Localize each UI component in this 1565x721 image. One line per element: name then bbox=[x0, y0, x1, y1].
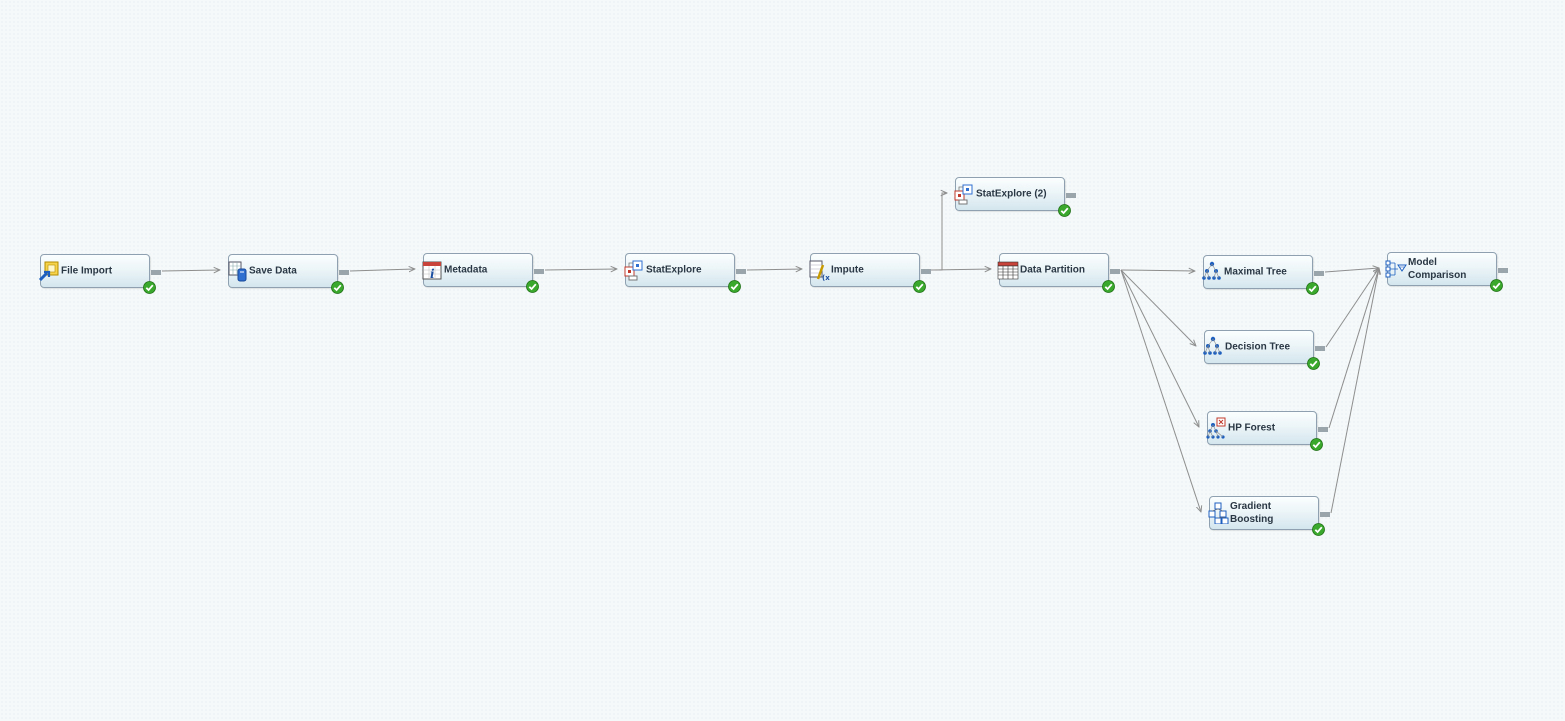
node-data-partition[interactable]: Data Partition bbox=[997, 253, 1120, 293]
connector-impute-to-data-partition[interactable] bbox=[931, 269, 991, 270]
connector-file-import-to-save-data[interactable] bbox=[161, 270, 220, 271]
status-ok-icon bbox=[1102, 280, 1115, 293]
connector-impute-to-statexplore2[interactable] bbox=[930, 193, 947, 271]
output-port[interactable] bbox=[1318, 427, 1328, 432]
hp-forest-icon bbox=[1205, 417, 1227, 439]
output-port[interactable] bbox=[921, 269, 931, 274]
connector-data-partition-to-hp-forest[interactable] bbox=[1120, 269, 1199, 427]
node-label: File Import bbox=[61, 265, 113, 277]
status-ok-icon bbox=[1490, 279, 1503, 292]
connector-decision-tree-to-model-comparison[interactable] bbox=[1325, 268, 1379, 348]
output-port[interactable] bbox=[1066, 193, 1076, 198]
status-ok-icon bbox=[331, 281, 344, 294]
connector-hp-forest-to-model-comparison[interactable] bbox=[1328, 268, 1379, 429]
gradient-boosting-icon bbox=[1207, 502, 1229, 525]
data-partition-icon bbox=[997, 259, 1019, 281]
decision-tree-icon bbox=[1202, 336, 1224, 358]
output-port[interactable] bbox=[1498, 268, 1508, 273]
node-label: Impute bbox=[831, 264, 864, 276]
status-ok-icon bbox=[1307, 357, 1320, 370]
node-label: Maximal Tree bbox=[1224, 266, 1287, 278]
node-label: HP Forest bbox=[1228, 422, 1276, 434]
status-ok-icon bbox=[1306, 282, 1319, 295]
output-port[interactable] bbox=[339, 270, 349, 275]
status-ok-icon bbox=[913, 280, 926, 293]
output-port[interactable] bbox=[1320, 512, 1330, 517]
node-label: Gradient Boosting bbox=[1230, 501, 1274, 525]
node-hp-forest[interactable]: HP Forest bbox=[1205, 411, 1328, 451]
decision-tree-icon bbox=[1201, 261, 1223, 283]
file-import-icon bbox=[38, 260, 60, 282]
statexplore-icon bbox=[623, 259, 645, 281]
connector-data-partition-to-maximal-tree[interactable] bbox=[1120, 270, 1195, 271]
output-port[interactable] bbox=[1110, 269, 1120, 274]
statexplore-icon bbox=[953, 183, 975, 205]
status-ok-icon bbox=[143, 281, 156, 294]
status-ok-icon bbox=[526, 280, 539, 293]
node-statexplore[interactable]: StatExplore bbox=[623, 253, 746, 293]
node-maximal-tree[interactable]: Maximal Tree bbox=[1201, 255, 1324, 295]
model-comparison-icon bbox=[1385, 258, 1407, 280]
connector-save-data-to-metadata[interactable] bbox=[349, 269, 415, 271]
connector-data-partition-to-decision-tree[interactable] bbox=[1120, 269, 1196, 346]
node-gradient-boosting[interactable]: Gradient Boosting bbox=[1207, 496, 1330, 536]
node-label: Save Data bbox=[249, 265, 297, 277]
connector-data-partition-to-gradient-boosting[interactable] bbox=[1120, 269, 1201, 512]
node-metadata[interactable]: i Metadata bbox=[421, 253, 544, 293]
connector-gradient-boosting-to-model-comparison[interactable] bbox=[1330, 268, 1379, 514]
node-decision-tree[interactable]: Decision Tree bbox=[1202, 330, 1325, 370]
node-label: Metadata bbox=[444, 264, 488, 276]
node-file-import[interactable]: File Import bbox=[38, 254, 161, 294]
node-label: Data Partition bbox=[1020, 264, 1086, 276]
connector-statexplore-to-impute[interactable] bbox=[746, 269, 802, 270]
node-save-data[interactable]: Save Data bbox=[226, 254, 349, 294]
node-label: Model Comparison bbox=[1408, 257, 1467, 281]
connector-maximal-tree-to-model-comparison[interactable] bbox=[1324, 268, 1379, 273]
output-port[interactable] bbox=[151, 270, 161, 275]
output-port[interactable] bbox=[1314, 271, 1324, 276]
connector-metadata-to-statexplore[interactable] bbox=[544, 269, 617, 270]
output-port[interactable] bbox=[736, 269, 746, 274]
svg-text:i: i bbox=[430, 267, 435, 281]
output-port[interactable] bbox=[1315, 346, 1325, 351]
node-statexplore2[interactable]: StatExplore (2) bbox=[953, 177, 1076, 217]
status-ok-icon bbox=[1058, 204, 1071, 217]
node-label: Decision Tree bbox=[1225, 341, 1291, 353]
node-impute[interactable]: (x)Impute bbox=[808, 253, 931, 293]
node-model-comparison[interactable]: Model Comparison bbox=[1385, 252, 1508, 292]
impute-icon: (x) bbox=[808, 259, 833, 282]
svg-text:(x): (x) bbox=[822, 274, 830, 281]
status-ok-icon bbox=[1310, 438, 1323, 451]
save-data-icon bbox=[226, 260, 248, 282]
node-label: StatExplore bbox=[646, 264, 702, 276]
node-label: StatExplore (2) bbox=[976, 188, 1047, 200]
status-ok-icon bbox=[1312, 523, 1325, 536]
status-ok-icon bbox=[728, 280, 741, 293]
metadata-icon: i bbox=[421, 259, 443, 281]
output-port[interactable] bbox=[534, 269, 544, 274]
